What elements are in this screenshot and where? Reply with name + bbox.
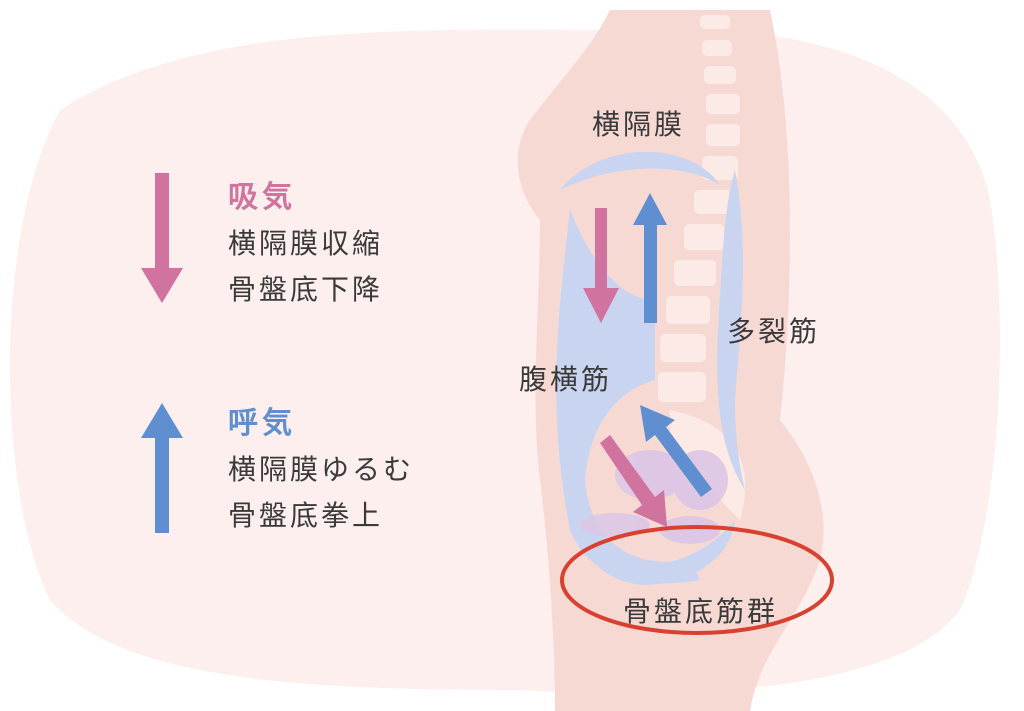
pelvic-floor-highlight <box>560 525 834 635</box>
pelvic-floor-shape <box>585 520 735 585</box>
exhale-title: 呼気 <box>228 406 296 441</box>
exhale-arrows <box>141 193 712 533</box>
inhale-line1: 横隔膜収縮 <box>228 227 384 260</box>
pelvic-floor-label: 骨盤底筋群 <box>623 595 779 628</box>
arrow-down-icon <box>583 208 619 323</box>
exhale-line1: 横隔膜ゆるむ <box>228 453 415 486</box>
exhale-line2: 骨盤底拳上 <box>228 499 384 532</box>
diaphragm-label: 横隔膜 <box>592 108 686 141</box>
inhale-arrows <box>141 173 667 527</box>
arrow-diagonal-up-icon <box>640 405 712 497</box>
diaphragm-shape <box>560 151 720 190</box>
inhale-title: 吸気 <box>228 180 296 215</box>
arrow-up-icon <box>633 193 667 323</box>
transversus-label: 腹横筋 <box>519 363 613 396</box>
arrow-up-icon <box>141 403 183 533</box>
multifidus-label: 多裂筋 <box>727 315 821 348</box>
arrow-down-icon <box>141 173 183 303</box>
arrow-diagonal-down-icon <box>600 435 667 527</box>
background-blob <box>10 28 1000 694</box>
inhale-line2: 骨盤底下降 <box>228 273 384 306</box>
multifidus-shape <box>717 170 745 490</box>
